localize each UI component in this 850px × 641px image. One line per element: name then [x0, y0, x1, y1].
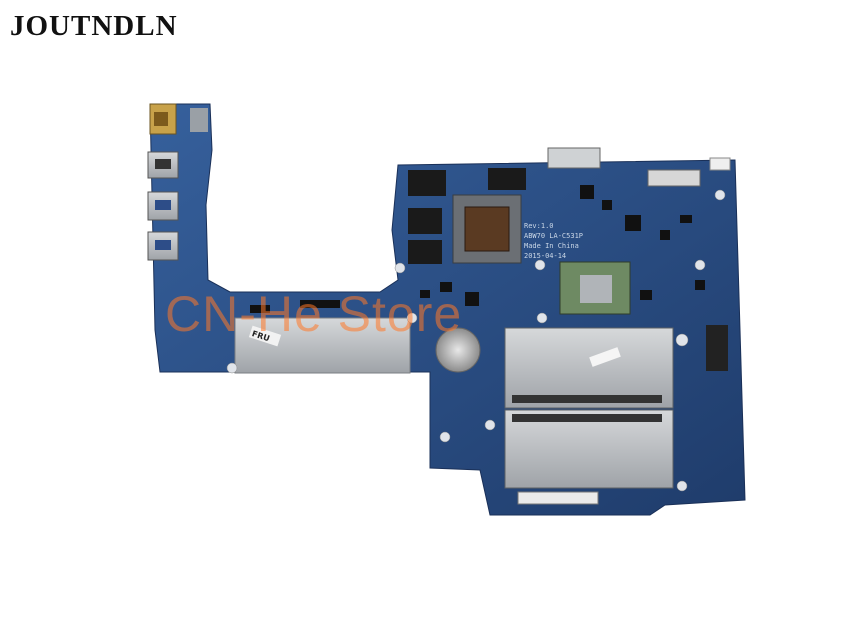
silkscreen-date: 2015-04-14: [524, 252, 566, 260]
bottom-connector: [517, 491, 599, 505]
audio-jack: [149, 103, 177, 135]
fan-connector: [709, 157, 731, 171]
sata-connector: [706, 325, 728, 371]
hdmi-port: [147, 151, 179, 179]
silkscreen-model: ABW70 LA-C531P: [524, 232, 583, 240]
usb-port-2: [147, 231, 179, 261]
cmos-battery: [435, 327, 481, 373]
usb-port-1: [147, 191, 179, 221]
vram-chip: [408, 170, 446, 196]
store-watermark: CN-He Store: [165, 286, 463, 342]
vram-chip: [408, 240, 442, 264]
gpu-chip: [452, 194, 522, 264]
battery-connector: [547, 147, 601, 169]
small-connector: [190, 108, 208, 132]
top-right-connector: [647, 169, 701, 187]
brand-logo: JOUTNDLN: [10, 10, 178, 42]
ram-slot-1: [504, 327, 674, 409]
vram-chip: [488, 168, 526, 190]
silkscreen-rev: Rev:1.0: [524, 222, 554, 230]
smd-components: [250, 185, 705, 313]
silkscreen-origin: Made In China: [524, 242, 579, 250]
ssd-shield: FRU: [234, 317, 411, 374]
vram-chip: [408, 208, 442, 234]
mounting-holes: [226, 189, 726, 492]
cpu-chip: [559, 261, 631, 315]
ram-slot-2: [504, 409, 674, 489]
